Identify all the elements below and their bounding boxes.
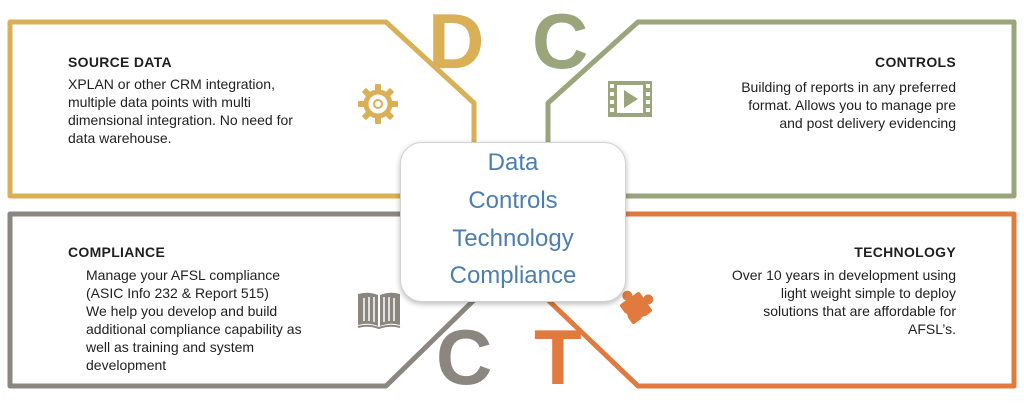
letter-d: D bbox=[428, 0, 485, 85]
technology-text: Over 10 years in development using light… bbox=[656, 266, 956, 338]
center-item-controls: Controls bbox=[468, 187, 558, 214]
compliance-line: Manage your AFSL compliance bbox=[86, 267, 281, 283]
source-data-line: dimensional integration. No need for bbox=[68, 112, 293, 128]
film-icon bbox=[608, 81, 652, 117]
book-icon bbox=[357, 292, 401, 330]
letter-t: T bbox=[534, 313, 582, 401]
technology-line: light weight simple to deploy bbox=[780, 285, 956, 301]
center-item-technology: Technology bbox=[452, 225, 574, 252]
controls-line: Building of reports in any preferred bbox=[741, 79, 956, 95]
compliance-text: Manage your AFSL compliance (ASIC Info 2… bbox=[86, 266, 356, 374]
gear-icon bbox=[358, 84, 398, 124]
center-item-compliance: Compliance bbox=[449, 262, 577, 289]
compliance-line: well as training and system bbox=[86, 339, 255, 355]
source-data-line: XPLAN or other CRM integration, bbox=[68, 76, 275, 92]
controls-text: Building of reports in any preferred for… bbox=[656, 78, 956, 132]
letter-c-top: C bbox=[532, 0, 589, 85]
controls-line: format. Allows you to manage pre bbox=[748, 97, 956, 113]
source-data-line: data warehouse. bbox=[68, 130, 172, 146]
technology-line: solutions that are affordable for bbox=[763, 303, 956, 319]
controls-line: and post delivery evidencing bbox=[779, 115, 956, 131]
center-item-data: Data bbox=[487, 149, 539, 176]
technology-line: Over 10 years in development using bbox=[731, 267, 956, 283]
letter-c-bottom: C bbox=[436, 313, 493, 401]
source-data-heading: SOURCE DATA bbox=[68, 54, 172, 70]
technology-heading: TECHNOLOGY bbox=[854, 244, 956, 260]
compliance-line: additional compliance capability as bbox=[86, 321, 302, 337]
technology-line: AFSL’s. bbox=[908, 321, 956, 337]
puzzle-icon bbox=[619, 290, 654, 325]
source-data-text: XPLAN or other CRM integration, multiple… bbox=[68, 75, 368, 147]
compliance-line: development bbox=[86, 357, 167, 373]
source-data-line: multiple data points with multi bbox=[68, 94, 251, 110]
center-summary-box: Data Controls Technology Compliance bbox=[400, 142, 626, 302]
compliance-line: We help you develop and build bbox=[86, 303, 278, 319]
compliance-heading: COMPLIANCE bbox=[68, 244, 166, 260]
compliance-line: (ASIC Info 232 & Report 515) bbox=[86, 285, 269, 301]
controls-heading: CONTROLS bbox=[875, 54, 956, 70]
